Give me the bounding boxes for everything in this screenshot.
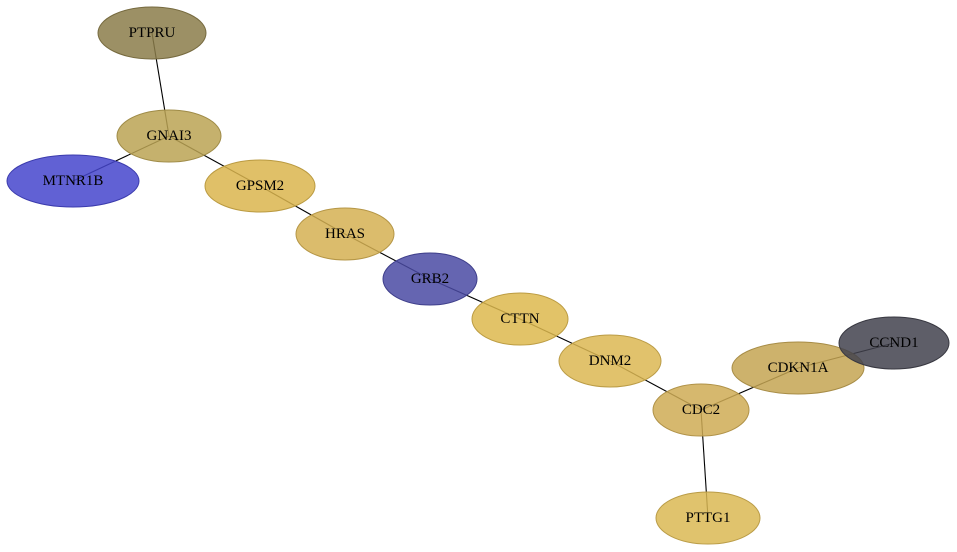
node-label-pttg1: PTTG1 (686, 510, 731, 526)
node-ccnd1[interactable]: CCND1 (838, 316, 950, 370)
node-shape-cdc2 (652, 383, 750, 437)
node-gnai3[interactable]: GNAI3 (116, 109, 222, 163)
node-shape-grb2 (382, 252, 478, 306)
node-label-cdkn1a: CDKN1A (768, 360, 829, 376)
node-shape-gpsm2 (204, 159, 316, 213)
node-shape-mtnr1b (6, 154, 140, 208)
node-shape-ptpru (97, 6, 207, 60)
node-cdc2[interactable]: CDC2 (652, 383, 750, 437)
node-gpsm2[interactable]: GPSM2 (204, 159, 316, 213)
node-label-grb2: GRB2 (411, 271, 449, 287)
node-ptpru[interactable]: PTPRU (97, 6, 207, 60)
node-shape-cttn (471, 292, 569, 346)
edge-layer (72, 32, 895, 519)
node-label-gpsm2: GPSM2 (236, 178, 284, 194)
node-shape-cdkn1a (731, 341, 865, 395)
node-label-hras: HRAS (325, 226, 365, 242)
node-hras[interactable]: HRAS (295, 207, 395, 261)
node-label-mtnr1b: MTNR1B (43, 173, 104, 189)
node-cdkn1a[interactable]: CDKN1A (731, 341, 865, 395)
node-shape-pttg1 (655, 491, 761, 545)
node-shape-ccnd1 (838, 316, 950, 370)
node-label-cdc2: CDC2 (682, 402, 720, 418)
node-shape-hras (295, 207, 395, 261)
node-label-cttn: CTTN (500, 311, 539, 327)
node-shape-gnai3 (116, 109, 222, 163)
node-label-gnai3: GNAI3 (147, 128, 192, 144)
node-grb2[interactable]: GRB2 (382, 252, 478, 306)
node-dnm2[interactable]: DNM2 (558, 334, 662, 388)
node-cttn[interactable]: CTTN (471, 292, 569, 346)
node-mtnr1b[interactable]: MTNR1B (6, 154, 140, 208)
node-label-ccnd1: CCND1 (869, 335, 918, 351)
node-shape-dnm2 (558, 334, 662, 388)
node-pttg1[interactable]: PTTG1 (655, 491, 761, 545)
node-label-dnm2: DNM2 (589, 353, 632, 369)
node-label-ptpru: PTPRU (129, 25, 176, 41)
